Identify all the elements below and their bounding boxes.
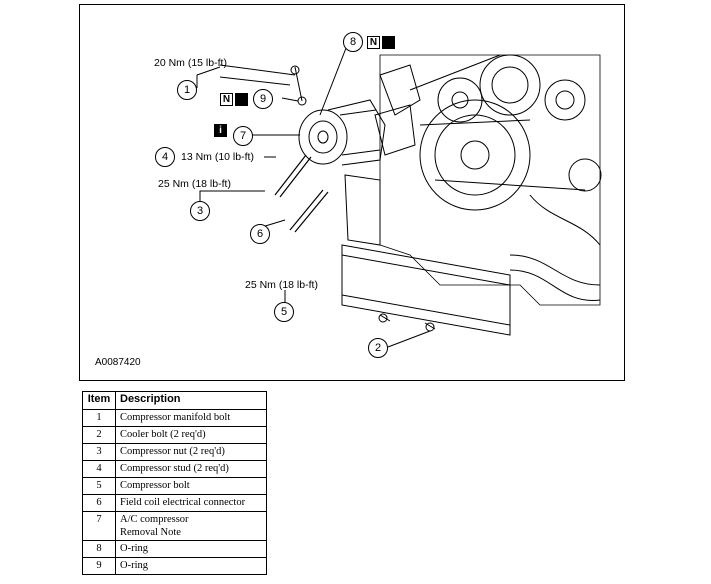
item-number: 8 bbox=[82, 540, 116, 558]
table-row: 6 Field coil electrical connector bbox=[82, 494, 267, 512]
callout-3: 3 bbox=[190, 201, 210, 221]
item-description: Compressor nut (2 req'd) bbox=[115, 443, 267, 461]
items-table: Item Description 1 Compressor manifold b… bbox=[82, 391, 267, 575]
engine-illustration bbox=[196, 42, 602, 348]
lubricate-icon bbox=[382, 36, 395, 49]
column-header-description: Description bbox=[115, 391, 267, 410]
table-row: 3 Compressor nut (2 req'd) bbox=[82, 443, 267, 461]
torque-label-item-4: 13 Nm (10 lb-ft) bbox=[181, 151, 254, 163]
item-number: 9 bbox=[82, 557, 116, 575]
new-part-icon: N bbox=[220, 93, 233, 106]
item-number: 7 bbox=[82, 511, 116, 541]
callout-7: 7 bbox=[233, 126, 253, 146]
item-description: A/C compressor Removal Note bbox=[115, 511, 267, 541]
callout-6: 6 bbox=[250, 224, 270, 244]
callout-2: 2 bbox=[368, 338, 388, 358]
table-row: 4 Compressor stud (2 req'd) bbox=[82, 460, 267, 478]
column-header-item: Item bbox=[82, 391, 116, 410]
lubricate-icon bbox=[235, 93, 248, 106]
table-row: 8 O-ring bbox=[82, 540, 267, 558]
table-row: 5 Compressor bolt bbox=[82, 477, 267, 495]
item-description: Compressor stud (2 req'd) bbox=[115, 460, 267, 478]
item-description: Compressor bolt bbox=[115, 477, 267, 495]
item-number: 4 bbox=[82, 460, 116, 478]
item-description: Compressor manifold bolt bbox=[115, 409, 267, 427]
table-row: 1 Compressor manifold bolt bbox=[82, 409, 267, 427]
exploded-view-figure: 20 Nm (15 lb-ft) 1 8 N N 9 i 7 4 13 Nm (… bbox=[79, 4, 625, 381]
torque-label-item-3: 25 Nm (18 lb-ft) bbox=[158, 178, 231, 190]
item-description: Field coil electrical connector bbox=[115, 494, 267, 512]
callout-5: 5 bbox=[274, 302, 294, 322]
item-description: Cooler bolt (2 req'd) bbox=[115, 426, 267, 444]
table-header-row: Item Description bbox=[82, 391, 267, 410]
item-description: O-ring bbox=[115, 540, 267, 558]
item-description: O-ring bbox=[115, 557, 267, 575]
callout-4: 4 bbox=[155, 147, 175, 167]
table-row: 2 Cooler bolt (2 req'd) bbox=[82, 426, 267, 444]
removal-note-link[interactable]: Removal Note bbox=[120, 527, 181, 538]
torque-label-item-1: 20 Nm (15 lb-ft) bbox=[154, 57, 227, 69]
item-number: 2 bbox=[82, 426, 116, 444]
item-number: 1 bbox=[82, 409, 116, 427]
callout-1: 1 bbox=[177, 80, 197, 100]
item-description-text: A/C compressor bbox=[120, 514, 189, 525]
callout-9: 9 bbox=[253, 89, 273, 109]
item-number: 5 bbox=[82, 477, 116, 495]
item-number: 3 bbox=[82, 443, 116, 461]
callout-8: 8 bbox=[343, 32, 363, 52]
torque-label-item-5: 25 Nm (18 lb-ft) bbox=[245, 279, 318, 291]
new-part-icon: N bbox=[367, 36, 380, 49]
table-row: 7 A/C compressor Removal Note bbox=[82, 511, 267, 541]
table-row: 9 O-ring bbox=[82, 557, 267, 575]
info-icon: i bbox=[214, 124, 227, 137]
item-number: 6 bbox=[82, 494, 116, 512]
figure-id: A0087420 bbox=[95, 357, 141, 368]
